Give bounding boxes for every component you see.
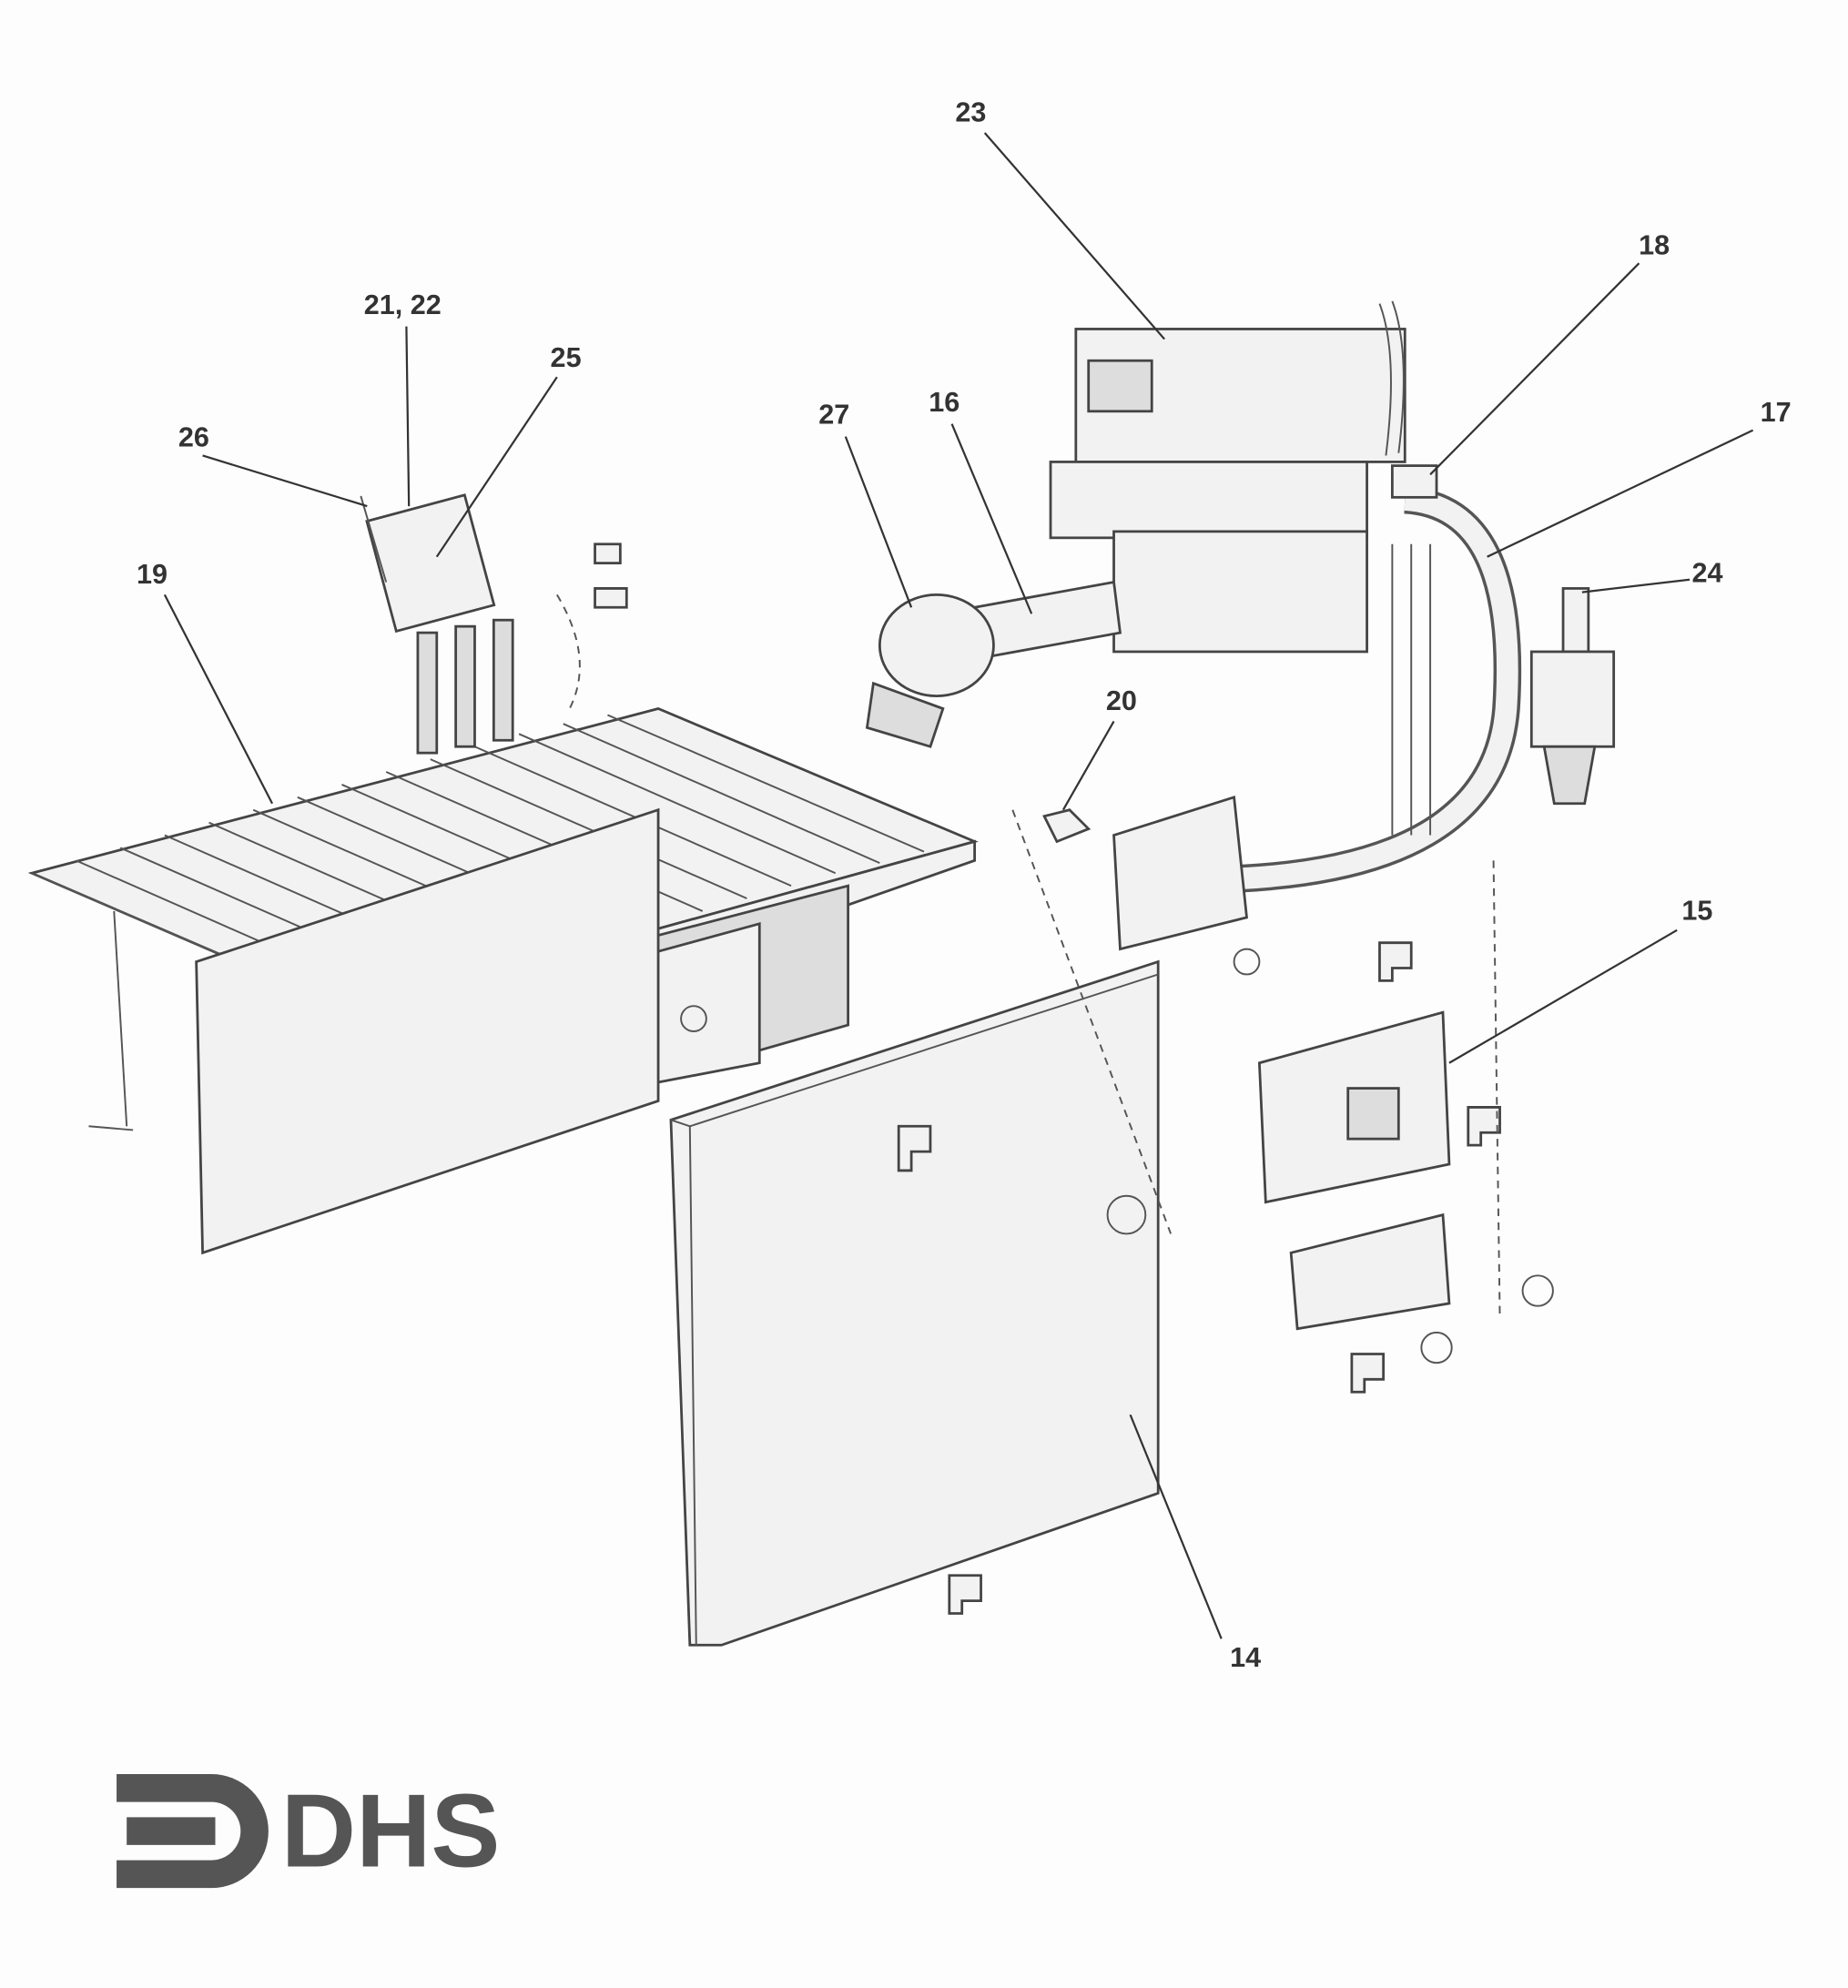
dhs-logo-text: DHS: [281, 1774, 501, 1890]
inlet-pipe-part-16: [973, 580, 1122, 660]
callout-19: 19: [137, 559, 168, 590]
leader-lines: [163, 132, 1754, 1639]
callout-24: 24: [1692, 557, 1723, 588]
bracket-part-18: [1390, 464, 1438, 499]
callout-21-22: 21, 22: [364, 289, 442, 320]
sensor-part-24: [1529, 587, 1616, 806]
dhs-logo-mark: [117, 1774, 269, 1889]
callout-17: 17: [1761, 397, 1792, 428]
callout-23: 23: [955, 96, 986, 127]
pipe-part-17: [1214, 485, 1522, 894]
gas-valve-part-23: [1049, 300, 1406, 654]
callout-27: 27: [818, 400, 849, 431]
callout-15: 15: [1681, 896, 1712, 927]
callout-20: 20: [1106, 685, 1137, 716]
callout-14: 14: [1230, 1642, 1261, 1673]
panel-part-14: [669, 941, 1501, 1647]
callout-16: 16: [929, 387, 960, 418]
electrode-assembly-parts-21-26: [360, 493, 628, 755]
callout-18: 18: [1639, 229, 1670, 260]
callout-25: 25: [551, 342, 582, 373]
dhs-logo: DHS: [117, 1774, 500, 1890]
control-board-part-15: [1233, 860, 1554, 1364]
connector-part-27: [865, 593, 995, 748]
part-20: [1011, 795, 1249, 1235]
callout-26: 26: [178, 422, 209, 453]
burner-part-19: [27, 707, 979, 1255]
